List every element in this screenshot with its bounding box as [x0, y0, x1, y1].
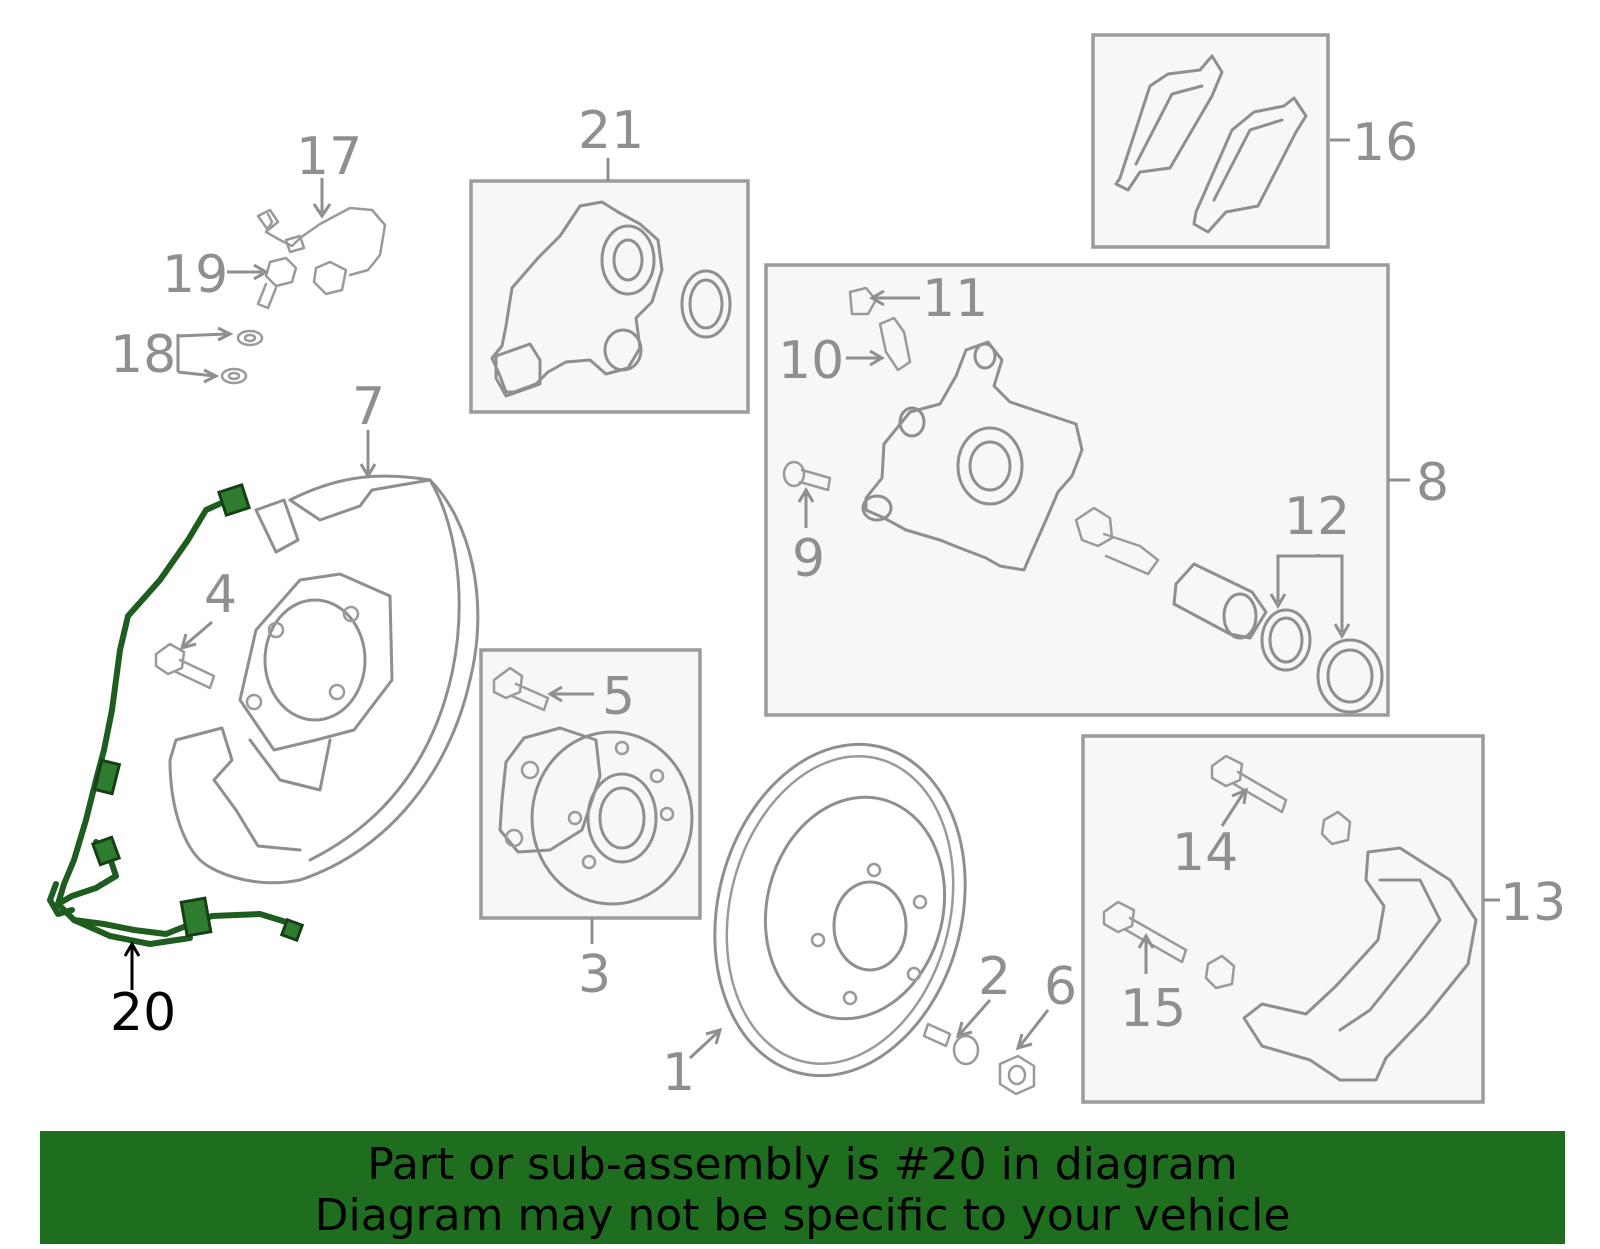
box-caliper-8: [764, 263, 1390, 717]
callout-21: 21: [578, 101, 644, 161]
nut-6[interactable]: [998, 1054, 1036, 1096]
brake-hose-17[interactable]: [256, 206, 387, 296]
caliper-8[interactable]: [861, 340, 1084, 572]
box-hub-3: [479, 648, 702, 920]
callout-9: 9: [792, 529, 825, 589]
callout-18: 18: [110, 325, 176, 385]
callout-10: 10: [778, 331, 844, 391]
box-caliper-21: [469, 179, 750, 414]
callout-19: 19: [162, 245, 228, 305]
bolt-19[interactable]: [256, 256, 298, 310]
caliper-bracket-13[interactable]: [1242, 846, 1478, 1082]
brake-pads-16[interactable]: [1114, 54, 1308, 234]
leader-lines: [123, 138, 1500, 1060]
callout-12: 12: [1284, 487, 1350, 547]
callout-15: 15: [1120, 979, 1186, 1039]
guide-bolt-9[interactable]: [782, 460, 832, 492]
hub-bolt-5[interactable]: [492, 666, 550, 712]
screw-2[interactable]: [922, 1022, 980, 1066]
bracket-bolt-15[interactable]: [1102, 900, 1236, 990]
callout-4: 4: [204, 565, 237, 625]
bolt-4[interactable]: [154, 642, 216, 690]
callout-8: 8: [1416, 453, 1449, 513]
callout-1: 1: [662, 1043, 695, 1103]
callout-3: 3: [578, 945, 611, 1005]
callout-14: 14: [1172, 823, 1238, 883]
dust-shield-7[interactable]: [168, 474, 480, 885]
callout-5: 5: [602, 667, 635, 727]
callout-6: 6: [1044, 957, 1077, 1017]
bleeder-screw-10[interactable]: [878, 316, 912, 372]
callout-13: 13: [1500, 873, 1566, 933]
banner-line-1: Part or sub-assembly is #20 in diagram: [367, 1139, 1238, 1190]
bleeder-cap-11[interactable]: [848, 286, 878, 316]
bracket-bolt-14[interactable]: [1210, 754, 1352, 846]
brake-rotor-1[interactable]: [681, 717, 999, 1102]
hub-bearing-3[interactable]: [498, 726, 694, 906]
caliper-21[interactable]: [490, 200, 732, 398]
callout-17: 17: [296, 127, 362, 187]
callout-16: 16: [1352, 113, 1418, 173]
abs-sensor-20[interactable]: [47, 482, 305, 947]
guide-pin-8[interactable]: [1074, 506, 1160, 576]
info-banner: Part or sub-assembly is #20 in diagram D…: [40, 1131, 1565, 1244]
box-bracket-13: [1081, 734, 1485, 1104]
callout-2: 2: [978, 947, 1011, 1007]
washers-18[interactable]: [220, 329, 264, 385]
callout-11: 11: [922, 269, 988, 329]
seals-12[interactable]: [1260, 608, 1384, 714]
callout-7: 7: [352, 377, 385, 437]
callout-20: 20: [110, 983, 176, 1043]
piston-8[interactable]: [1172, 562, 1268, 640]
banner-line-2: Diagram may not be specific to your vehi…: [314, 1190, 1291, 1241]
